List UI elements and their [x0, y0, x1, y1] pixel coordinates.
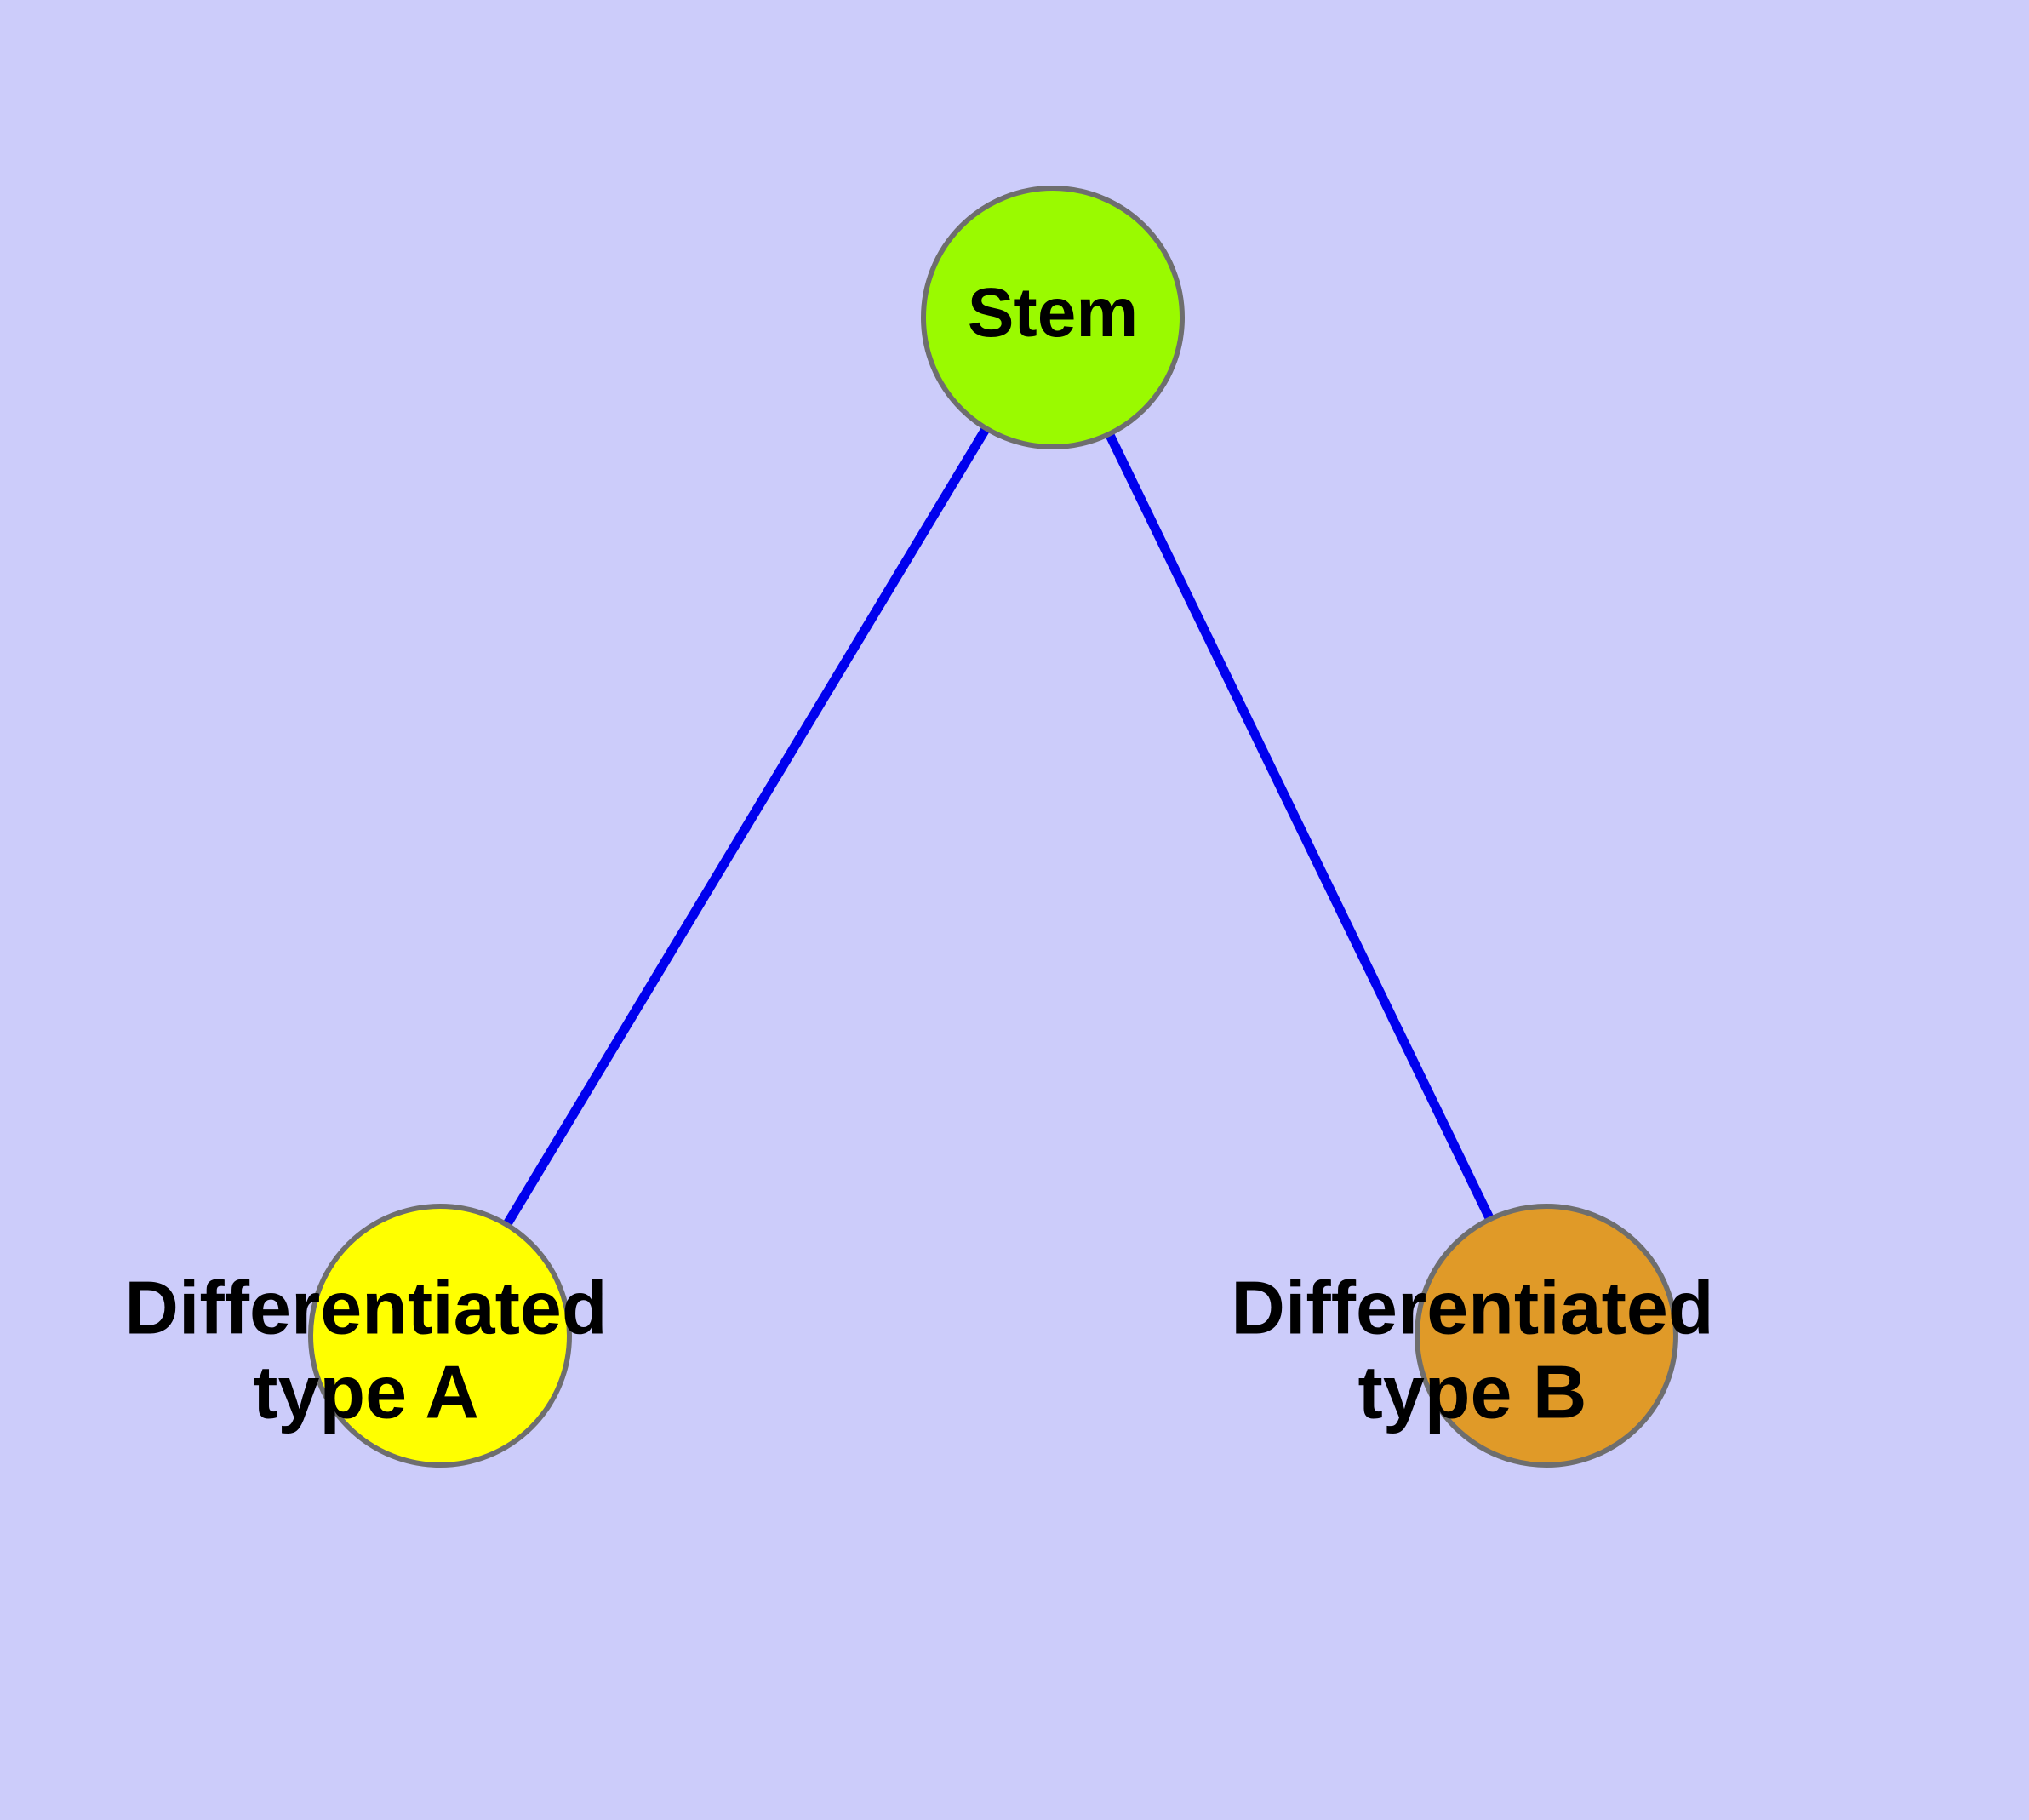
node-differentiated-type-b[interactable] [1415, 1204, 1678, 1468]
node-label-line: Differentiated [124, 1266, 607, 1350]
node-label-line: type A [253, 1350, 479, 1434]
node-label-line: type B [1358, 1350, 1587, 1434]
node-label-line: Stem [968, 274, 1139, 352]
edge-stem-to-differentiated-type-a[interactable] [436, 315, 1057, 1338]
edges-layer [436, 315, 1551, 1338]
node-label-stem: Stem [968, 274, 1139, 352]
node-stem[interactable] [921, 186, 1185, 449]
nodes-layer [308, 186, 1678, 1468]
node-label-line: Differentiated [1231, 1266, 1713, 1350]
node-differentiated-type-a[interactable] [308, 1204, 572, 1468]
edge-stem-to-differentiated-type-b[interactable] [1049, 315, 1551, 1338]
